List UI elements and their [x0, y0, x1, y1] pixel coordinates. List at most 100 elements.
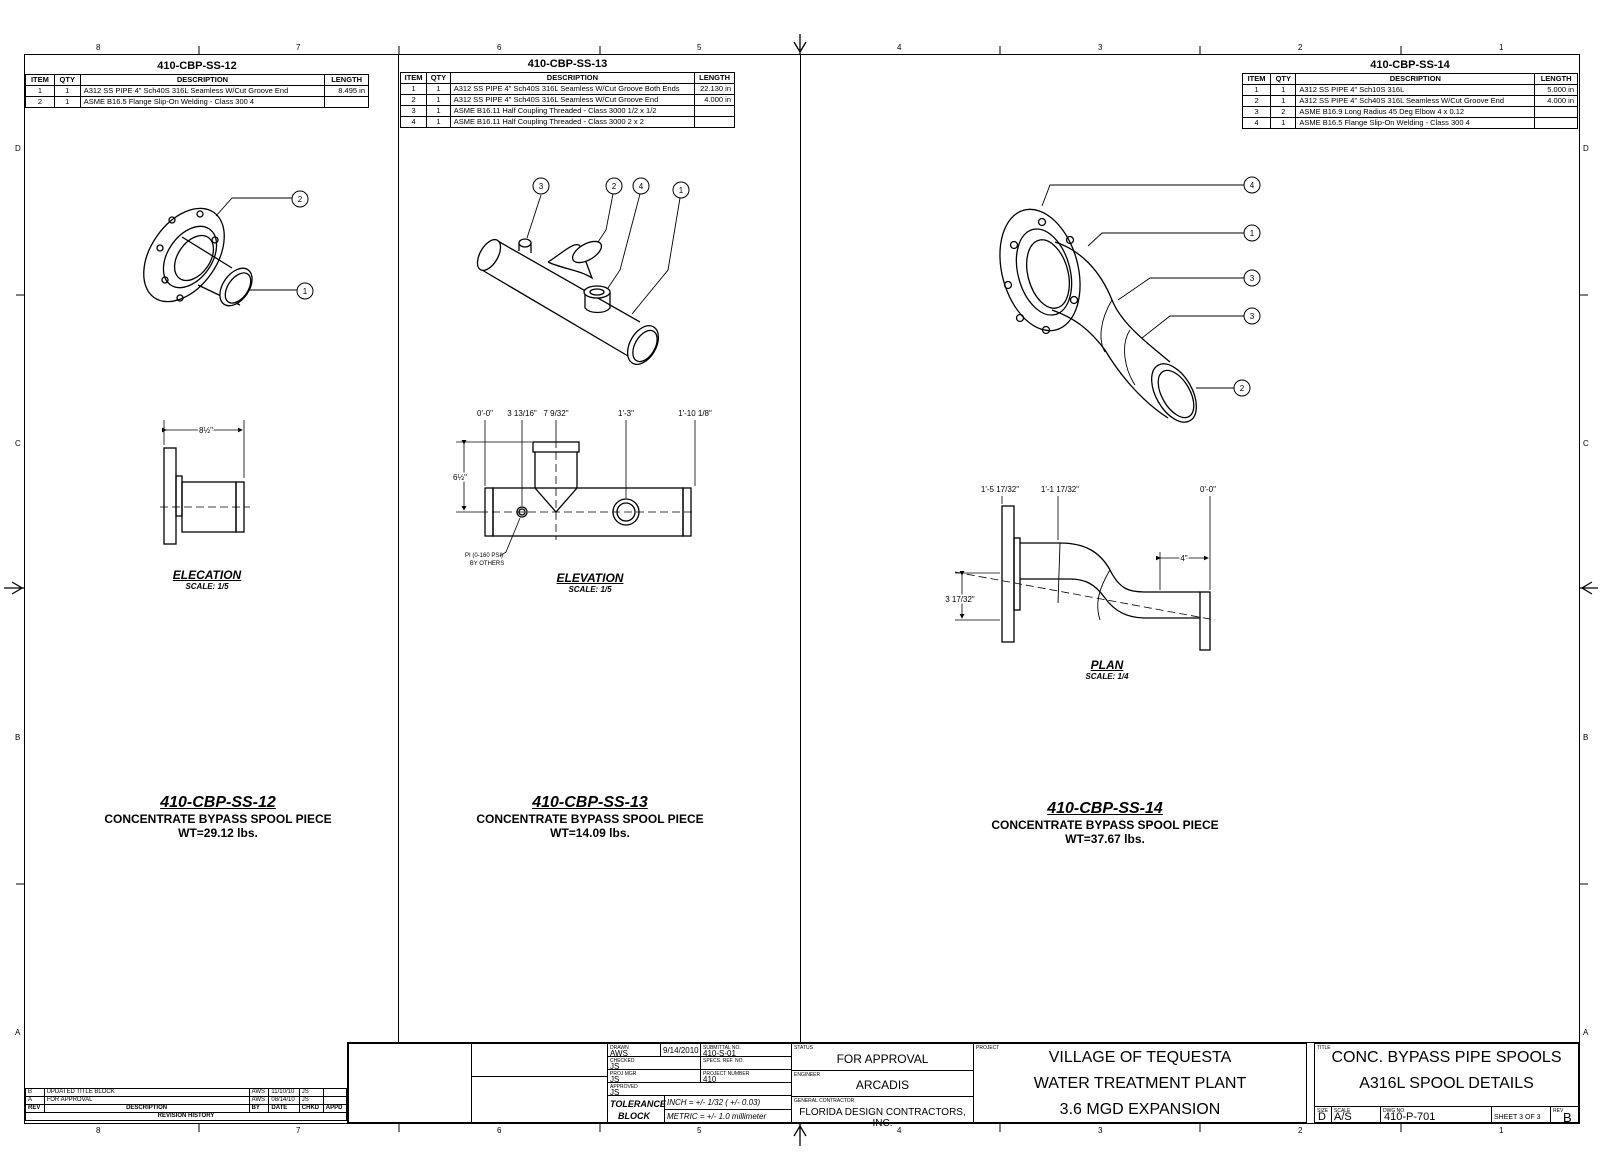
rev-appd-cell [322, 1088, 348, 1097]
tb-contractor-label: GENERAL CONTRACTOR [794, 1098, 855, 1104]
zone-row-c-left: C [15, 439, 21, 448]
ss13-dim-4: 1'-10 1/8" [678, 409, 712, 418]
tb-submittal-value: 410-S-01 [703, 1049, 736, 1058]
tb-drawn-value: AWS [610, 1049, 628, 1058]
tb-spec: SPECS. REF. NO. [700, 1056, 792, 1070]
ss14-dim-2: 1'-1 17/32" [1041, 485, 1079, 494]
ss14-leaders [1041, 184, 1245, 389]
revision-history-label: REVISION HISTORY [25, 1112, 347, 1121]
table-row: B UPDATED TITLE BLOCK AWS 11/10/10 JS [25, 1088, 348, 1097]
tb-projmgr-value: JS [610, 1075, 620, 1084]
zone-col-5-top: 5 [697, 43, 702, 52]
tb-size: SIZE D [1314, 1106, 1332, 1123]
table-row: 3 2 ASME B16.9 Long Radius 45 Deg Elbow … [1241, 106, 1578, 118]
tb-scale-label: SCALE [1334, 1108, 1351, 1114]
tb-drawn: DRAWN AWS [607, 1043, 661, 1058]
tb-project-line3: 3.6 MGD EXPANSION [1059, 1101, 1221, 1118]
tb-size-value: D [1318, 1111, 1326, 1123]
rev-cell: B [25, 1088, 45, 1097]
tb-spec-label: SPECS. REF. NO. [703, 1058, 744, 1064]
ss13-spool-desc: CONCENTRATE BYPASS SPOOL PIECE [476, 812, 704, 826]
tb-project-line1: VILLAGE OF TEQUESTA [1048, 1049, 1232, 1066]
title-block: DRAWN AWS 9/14/2010 SUBMITTAL NO. 410-S-… [347, 1042, 1580, 1129]
ss13-balloon-2: 2 [612, 182, 617, 191]
rev-chkd-cell: JS [298, 1096, 324, 1105]
zone-row-c-right: C [1583, 439, 1589, 448]
ss14-balloon-2: 2 [1240, 384, 1245, 393]
tb-title: TITLE CONC. BYPASS PIPE SPOOLS A316L SPO… [1314, 1043, 1579, 1107]
rev-appd-cell [322, 1096, 348, 1105]
tb-status-label: STATUS [794, 1045, 813, 1051]
zone-col-2-top: 2 [1298, 43, 1303, 52]
tb-size-label: SIZE [1317, 1108, 1329, 1114]
tb-metric-value: METRIC = +/- 1.0 millimeter [667, 1112, 767, 1121]
zone-col-4-bottom: 4 [897, 1126, 902, 1135]
tb-drawn-label: DRAWN [610, 1045, 629, 1051]
ss13-spool-id: 410-CBP-SS-13 [532, 794, 648, 811]
tb-project: PROJECT VILLAGE OF TEQUESTA WATER TREATM… [973, 1043, 1307, 1123]
zone-col-8-top: 8 [96, 43, 101, 52]
ss14-view-scale: SCALE: 1/4 [1085, 672, 1129, 681]
ss12-dimension [162, 420, 245, 478]
bom-cell-item: 4 [399, 116, 428, 128]
tb-status: STATUS FOR APPROVAL [791, 1043, 974, 1071]
ss14-dim-1: 1'-5 17/32" [981, 485, 1019, 494]
ss12-spool-label: 410-CBP-SS-12 CONCENTRATE BYPASS SPOOL P… [88, 794, 348, 840]
tb-scale: SCALE A/S [1331, 1106, 1381, 1123]
zone-col-6-top: 6 [497, 43, 502, 52]
ss13-dim-height: 6½" [453, 473, 467, 482]
ss13-elevation-drawing [480, 440, 696, 540]
rev-date-cell: 11/10/10 [268, 1088, 300, 1097]
ss14-view-caption: PLAN SCALE: 1/4 [1050, 658, 1164, 681]
ss12-balloons [291, 190, 314, 300]
ss14-spool-id: 410-CBP-SS-14 [1047, 800, 1163, 817]
ss14-spool-label: 410-CBP-SS-14 CONCENTRATE BYPASS SPOOL P… [975, 800, 1235, 846]
ss14-balloon-3b: 3 [1250, 312, 1255, 321]
bom-cell-desc: ASME B16.5 Flange Slip-On Welding - Clas… [1295, 117, 1536, 129]
rev-header-date: DATE [268, 1104, 300, 1113]
tb-date-value: 9/14/2010 [663, 1046, 699, 1055]
bom-cell-length [1534, 117, 1578, 129]
tb-blank-3 [471, 1076, 608, 1123]
ss14-dim-width: 4" [1180, 554, 1187, 563]
rev-desc-cell: UPDATED TITLE BLOCK [43, 1088, 250, 1097]
bom-cell-length [324, 96, 369, 108]
zone-row-b-right: B [1583, 733, 1589, 742]
ss13-dim-3: 1'-3" [618, 409, 634, 418]
ss14-view-name: PLAN [1090, 658, 1124, 672]
tb-project-label: PROJECT [976, 1045, 1000, 1051]
rev-by-cell: AWS [248, 1096, 270, 1105]
ss12-spool-desc: CONCENTRATE BYPASS SPOOL PIECE [104, 812, 332, 826]
tb-title-label: TITLE [1317, 1045, 1331, 1051]
ss13-note-line2: BY OTHERS [470, 561, 505, 567]
ss13-balloon-3: 3 [539, 182, 544, 191]
ss14-dim-height: 3 17/32" [945, 595, 975, 604]
tb-block-label: BLOCK [618, 1111, 650, 1121]
center-arrow-left [4, 581, 24, 595]
ss13-dimensions [456, 420, 696, 557]
tb-dwgno-label: DWG NO [1383, 1108, 1405, 1114]
ss12-balloon-2: 2 [298, 195, 303, 204]
ss13-view-caption: ELEVATION SCALE: 1/5 [533, 571, 647, 594]
tb-approved-value: JS [610, 1088, 620, 1097]
tb-submittal-label: SUBMITTAL NO. [703, 1045, 741, 1051]
ss12-dim-length: 8½" [199, 426, 213, 435]
tb-contractor: GENERAL CONTRACTOR FLORIDA DESIGN CONTRA… [791, 1096, 974, 1129]
ss12-elevation-drawing [160, 447, 250, 545]
tb-projmgr: PROJ MGR JS [607, 1069, 701, 1084]
ss14-plan-drawing [954, 505, 1216, 651]
tb-projnum-label: PROJECT NUMBER [703, 1071, 750, 1077]
tb-rev-label: REV [1553, 1108, 1564, 1114]
zone-col-1-bottom: 1 [1499, 1126, 1504, 1135]
ss13-leaders [526, 193, 681, 315]
table-row: 2 1 A312 SS PIPE 4" Sch40S 316L Seamless… [1241, 95, 1578, 107]
bom-table-ss12: 410-CBP-SS-12 ITEM QTY DESCRIPTION LENGT… [25, 58, 369, 108]
tb-checked-label: CHECKED [610, 1058, 635, 1064]
center-arrow-top [793, 34, 807, 54]
panel-divider-right [800, 54, 801, 1124]
tb-tolerance: TOLERANCE BLOCK [607, 1095, 666, 1123]
rev-header-appd: APPD [322, 1104, 348, 1113]
tb-engineer-value: ARCADIS [855, 1078, 910, 1092]
